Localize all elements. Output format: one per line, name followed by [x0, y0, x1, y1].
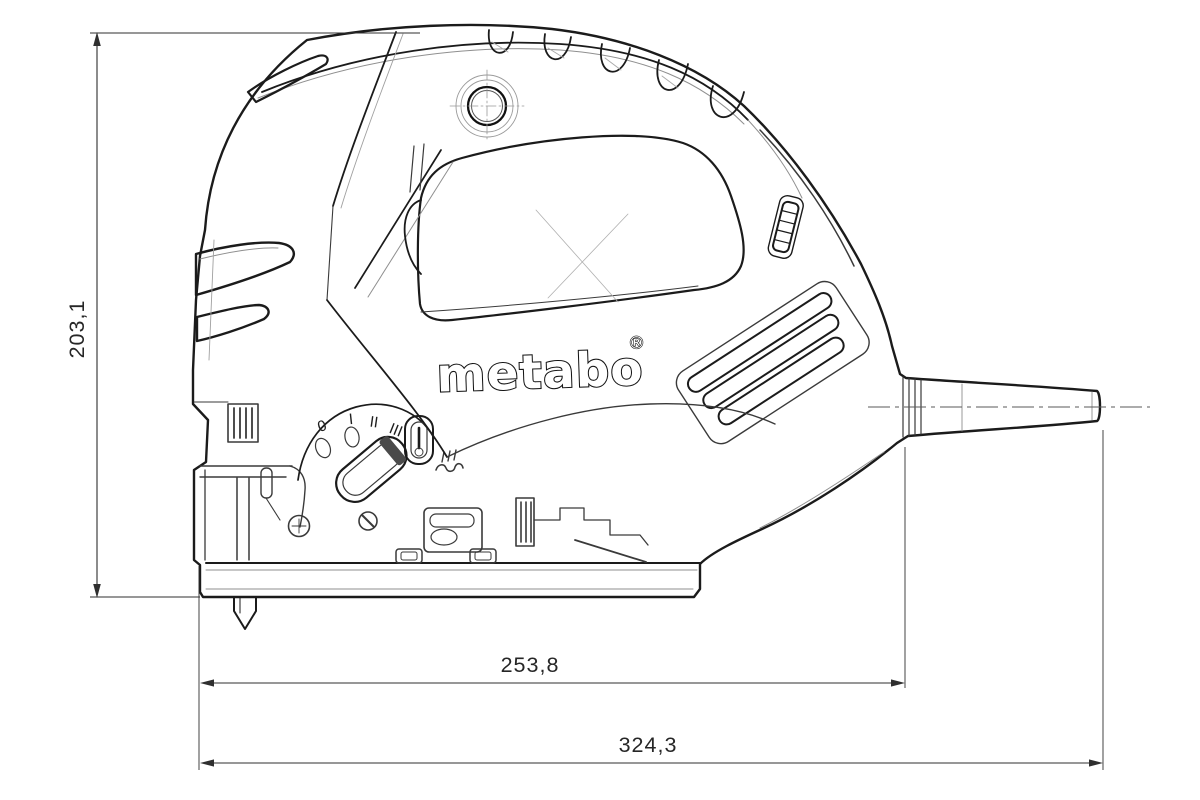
lock-button [767, 194, 804, 259]
vent-slats [675, 280, 870, 445]
blade-guard [199, 465, 378, 561]
handle-opening [354, 134, 745, 322]
height-dimension-label: 203,1 [65, 300, 89, 359]
body-length-dimension-label: 253,8 [501, 653, 560, 677]
dial-mark-2: II [369, 414, 380, 431]
dial-mark-1: I [348, 412, 354, 428]
registered-mark: ® [628, 333, 646, 354]
stroke-rate-knob [404, 415, 434, 465]
dimension-body-length: 253,8 [198, 447, 906, 770]
top-grip-zone [257, 29, 855, 267]
front-grip-pads [194, 54, 329, 343]
pendulum-dial [297, 403, 435, 504]
dimension-height: 203,1 [65, 32, 420, 598]
trigger [403, 199, 422, 275]
overall-length-dimension-label: 324,3 [619, 733, 678, 757]
speed-dial-knob [449, 69, 525, 143]
lift-mechanism [423, 497, 649, 553]
blower-icon [435, 449, 464, 473]
gear-head-seams [208, 31, 448, 458]
metabo-logo: metabo ® [435, 333, 646, 405]
pendulum-lever-knob [335, 435, 408, 504]
dial-mark-3: III [387, 421, 405, 441]
jigsaw-body-outline [191, 23, 1102, 599]
base-plate [205, 539, 701, 590]
brand-logo-text: metabo [436, 341, 645, 403]
pendulum-dial-marks: 0 I II III [315, 412, 404, 441]
blade-clamp [193, 401, 259, 443]
saw-blade [233, 477, 257, 630]
lower-shell-seams [446, 403, 885, 529]
dimension-overall-length: 324,3 [200, 430, 1104, 770]
jigsaw-drawing [191, 23, 1102, 630]
